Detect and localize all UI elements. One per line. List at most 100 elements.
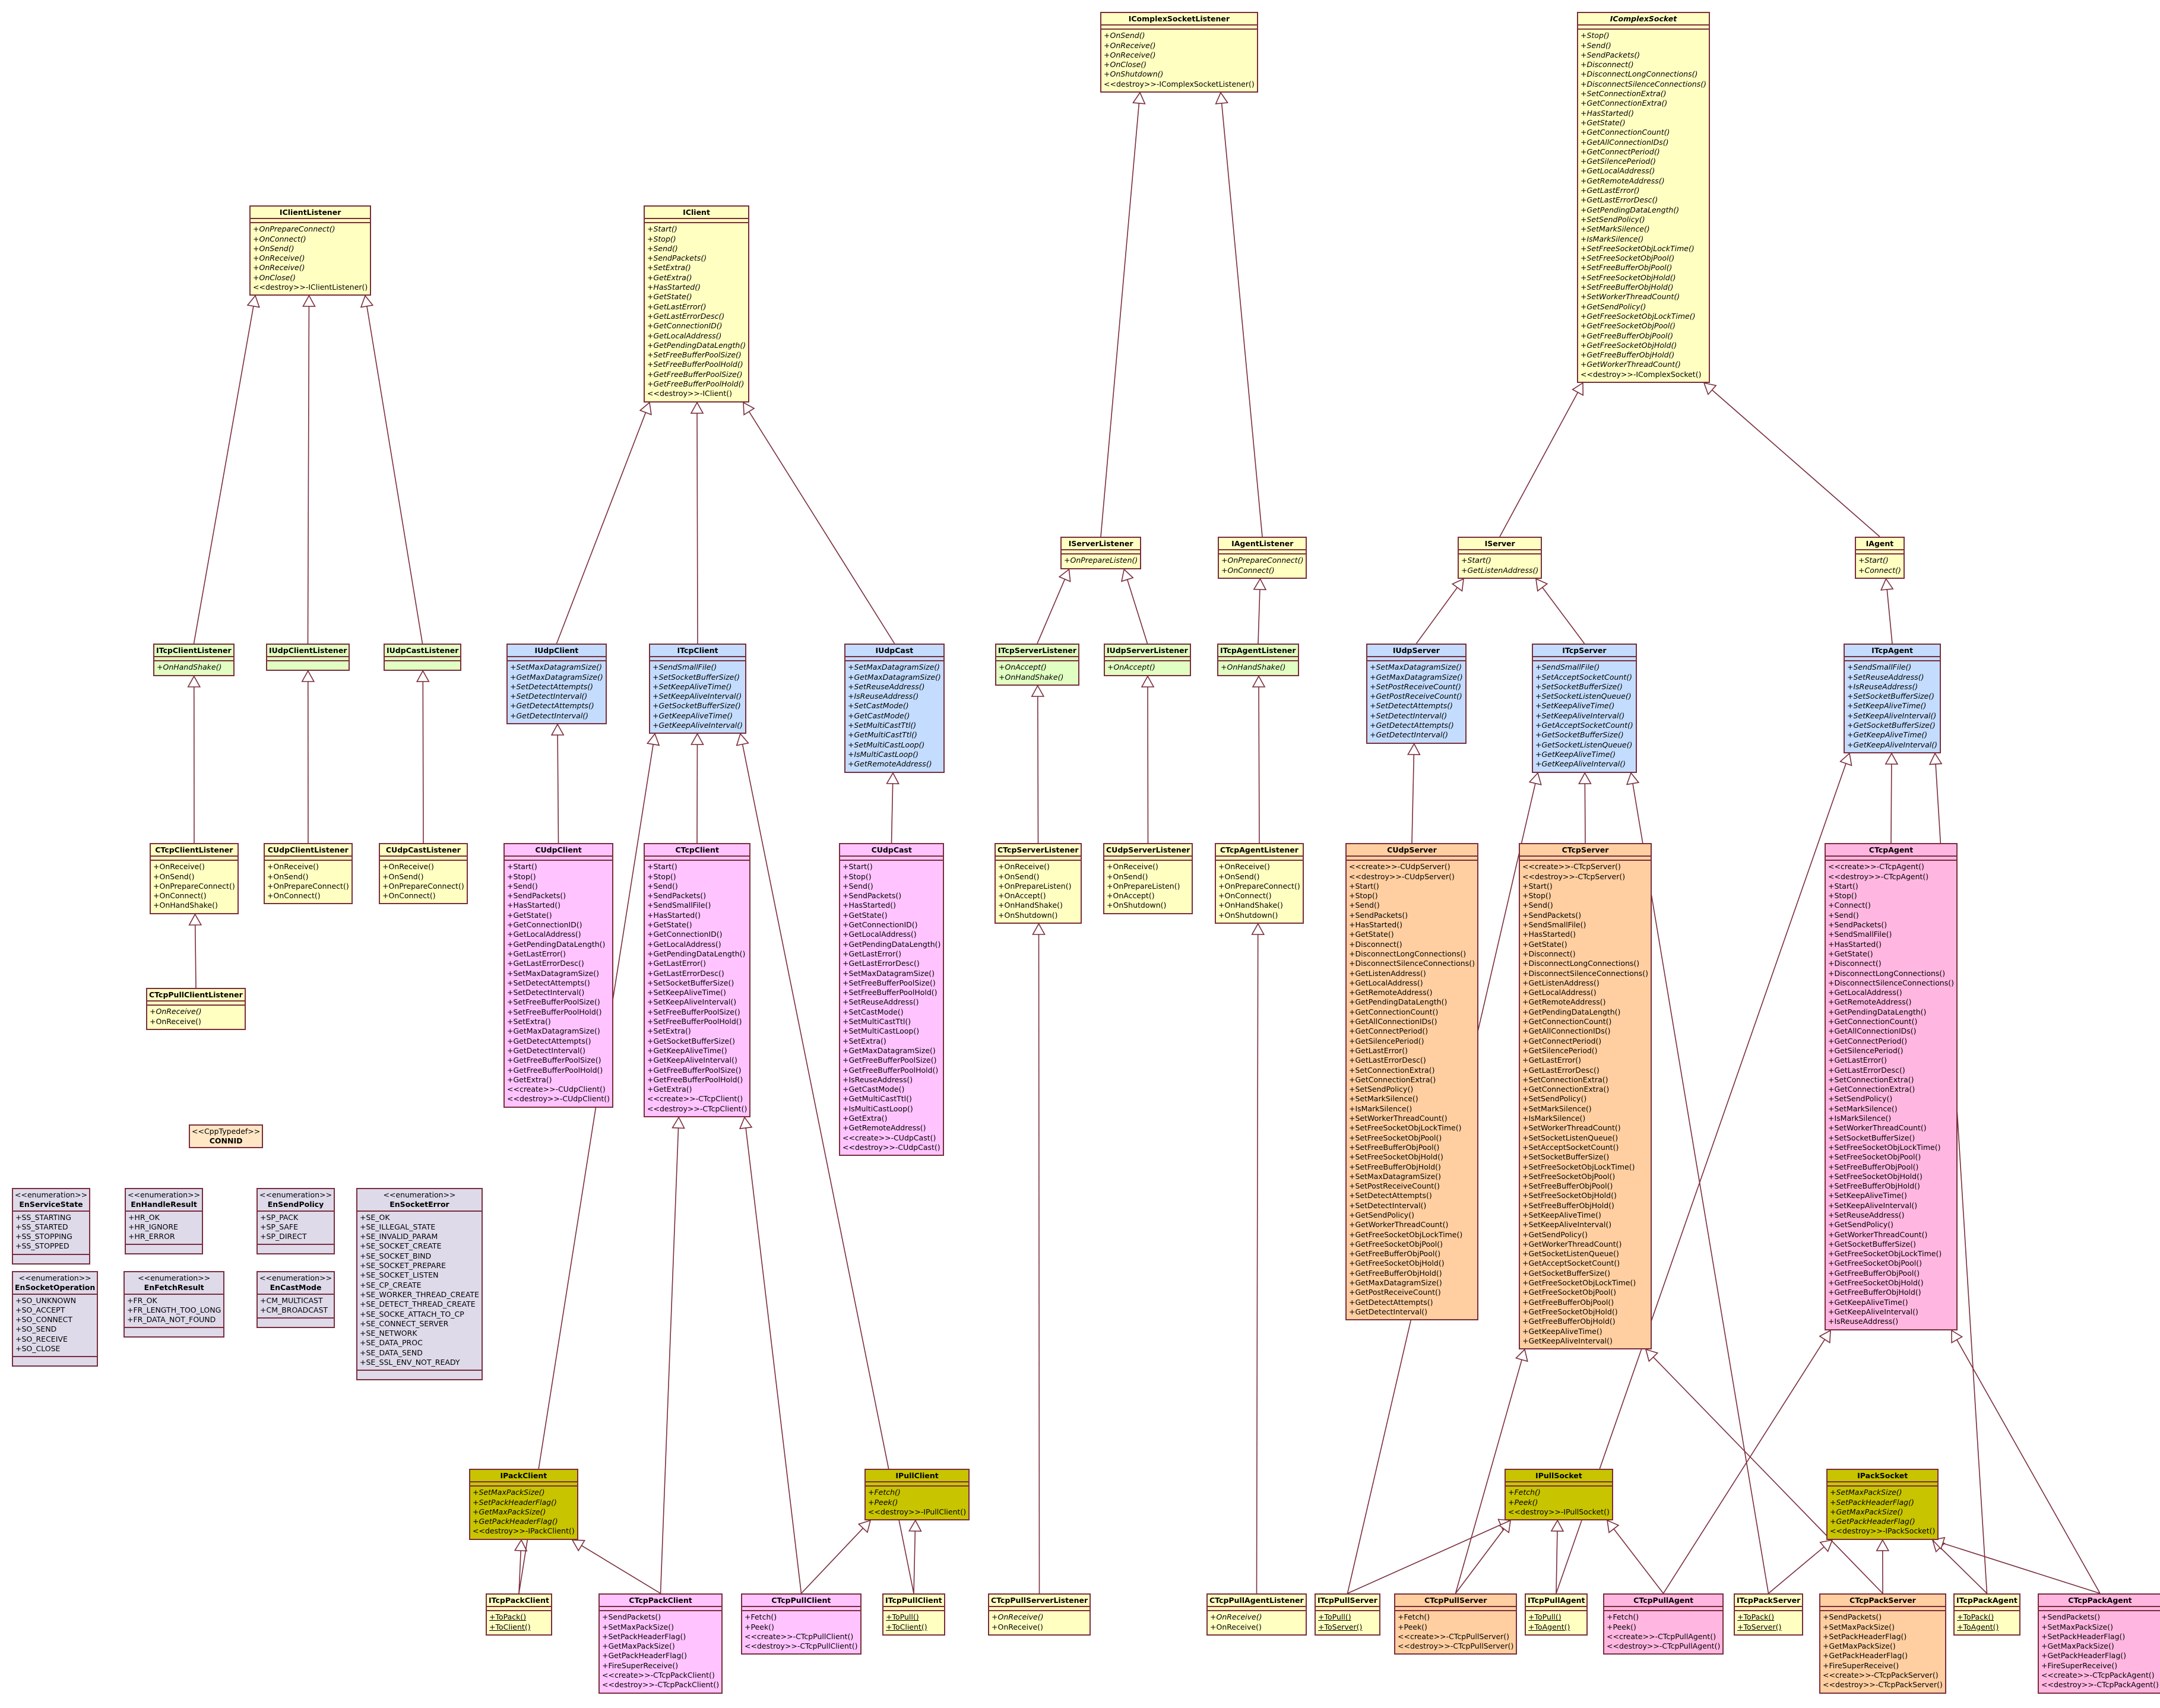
method-list: +Start()+Connect() <box>1856 554 1904 578</box>
method: +SendSmallFile() <box>1522 920 1586 930</box>
method: +Peek() <box>1508 1497 1538 1507</box>
method-list <box>13 1357 97 1365</box>
class-iudpclientlistener[interactable]: IUdpClientListener <box>266 644 350 671</box>
attribute-compartment <box>1218 657 1298 662</box>
generalization-arrowhead <box>1498 1519 1511 1533</box>
method: +GetExtra() <box>647 1085 692 1094</box>
generalization-arrowhead <box>1031 685 1045 697</box>
attribute-compartment <box>267 657 349 662</box>
class-ctcppullclient[interactable]: CTcpPullClient+Fetch()+Peek()<<create>>-… <box>741 1593 862 1655</box>
class-encastmode[interactable]: <<enumeration>>EnCastMode+CM_MULTICAST+C… <box>256 1271 335 1329</box>
class-cudpserver[interactable]: CUdpServer<<create>>-CUdpServer()<<destr… <box>1345 843 1478 1321</box>
class-iagent[interactable]: IAgent+Start()+Connect() <box>1855 537 1905 579</box>
attribute-compartment <box>1506 1482 1612 1487</box>
class-itcppullclient[interactable]: ITcpPullClient+ToPull()+ToClient() <box>882 1593 945 1636</box>
class-header: IAgentListener <box>1219 538 1306 551</box>
class-ipullsocket[interactable]: IPullSocket+Fetch()+Peek()<<destroy>>-IP… <box>1505 1469 1613 1521</box>
class-itcppullagent[interactable]: ITcpPullAgent+ToPull()+ToAgent() <box>1525 1593 1588 1636</box>
class-itcppackagent[interactable]: ITcpPackAgent+ToPack()+ToAgent() <box>1953 1593 2020 1636</box>
class-itcpagent[interactable]: ITcpAgent+SendSmallFile()+SetReuseAddres… <box>1844 644 1942 753</box>
class-ctcppullagentlistener[interactable]: CTcpPullAgentListener+OnReceive()+OnRece… <box>1206 1593 1307 1636</box>
class-ensocketoperation[interactable]: <<enumeration>>EnSocketOperation+SO_UNKN… <box>12 1271 99 1367</box>
class-ctcpserverlistener[interactable]: CTcpServerListener+OnReceive()+OnSend()+… <box>995 843 1082 924</box>
class-cudpcast[interactable]: CUdpCast+Start()+Stop()+Send()+SendPacke… <box>839 843 945 1156</box>
class-enservicestate[interactable]: <<enumeration>>EnServiceState+SS_STARTIN… <box>12 1188 91 1265</box>
method: +SetFreeBufferPoolHold() <box>507 1007 602 1016</box>
class-iserverlistener[interactable]: IServerListener+OnPrepareListen() <box>1060 537 1142 569</box>
class-itcpserverlistener[interactable]: ITcpServerListener+OnAccept()+OnHandShak… <box>995 644 1079 686</box>
generalization-arrowhead <box>188 913 202 926</box>
class-ctcppackagent[interactable]: CTcpPackAgent+SendPackets()+SetMaxPackSi… <box>2038 1593 2160 1694</box>
method: +GetDetectAttempts() <box>1370 721 1454 730</box>
class-ctcppullserverlistener[interactable]: CTcpPullServerListener+OnReceive()+OnRec… <box>988 1593 1091 1636</box>
method: +SendPackets() <box>1828 920 1887 930</box>
method-list: +Fetch()+Peek()<<destroy>>-IPullSocket() <box>1506 1487 1612 1519</box>
generalization-arrowhead <box>1703 382 1717 395</box>
method: +GetKeepAliveInterval() <box>653 721 743 730</box>
class-enhandleresult[interactable]: <<enumeration>>EnHandleResult+HR_OK+HR_I… <box>125 1188 204 1255</box>
class-ensocketerror[interactable]: <<enumeration>>EnSocketError+SE_OK+SE_IL… <box>356 1188 483 1381</box>
class-iserver[interactable]: IServer+Start()+GetListenAddress() <box>1458 537 1543 579</box>
class-connid[interactable]: <<CppTypedef>>CONNID <box>189 1124 264 1148</box>
method: +GetFreeSocketObjPool() <box>1522 1288 1616 1297</box>
method: +SetMultiCastLoop() <box>843 1026 920 1036</box>
method: +SendPackets() <box>1581 50 1640 59</box>
class-itcppullserver[interactable]: ITcpPullServer+ToPull()+ToServer() <box>1315 1593 1380 1636</box>
class-cudpcastlistener[interactable]: CUdpCastListener+OnReceive()+OnSend()+On… <box>379 843 468 905</box>
class-ctcppackclient[interactable]: CTcpPackClient+SendPackets()+SetMaxPackS… <box>598 1593 723 1694</box>
class-enfetchresult[interactable]: <<enumeration>>EnFetchResult+FR_OK+FR_LE… <box>123 1271 225 1338</box>
class-header: CTcpServerListener <box>996 844 1081 857</box>
class-itcppackserver[interactable]: ITcpPackServer+ToPack()+ToServer() <box>1734 1593 1804 1636</box>
class-ctcpclient[interactable]: CTcpClient+Start()+Stop()+Send()+SendPac… <box>644 843 751 1118</box>
class-ensendpolicy[interactable]: <<enumeration>>EnSendPolicy+SP_PACK+SP_S… <box>256 1188 335 1255</box>
method: +SetMaxPackSize() <box>2041 1622 2114 1631</box>
method-list: +SetMaxPackSize()+SetPackHeaderFlag()+Ge… <box>470 1487 577 1538</box>
class-name: ITcpPackServer <box>1737 1596 1801 1605</box>
class-ctcpagent[interactable]: CTcpAgent<<create>>-CTcpAgent()<<destroy… <box>1825 843 1958 1330</box>
class-itcpclient[interactable]: ITcpClient+SendSmallFile()+SetSocketBuff… <box>649 644 747 734</box>
class-cudpserverlistener[interactable]: CUdpServerListener+OnReceive()+OnSend()+… <box>1103 843 1193 914</box>
method: <<destroy>>-CTcpPackServer() <box>1823 1680 1943 1690</box>
method: +GetFreeBufferObjHold() <box>1522 1317 1616 1326</box>
attribute-compartment <box>645 857 750 861</box>
method: +IsReuseAddress() <box>1828 1317 1899 1326</box>
class-itcpagentlistener[interactable]: ITcpAgentListener+OnHandShake() <box>1217 644 1299 676</box>
class-itcpclientlistener[interactable]: ITcpClientListener+OnHandShake() <box>153 644 235 676</box>
class-ctcppullclientlistener[interactable]: CTcpPullClientListener+OnReceive()+OnRec… <box>146 988 246 1030</box>
class-ctcppackserver[interactable]: CTcpPackServer+SendPackets()+SetMaxPackS… <box>1819 1593 1946 1694</box>
method-list: <<create>>-CUdpServer()<<destroy>>-CUdpS… <box>1347 861 1477 1319</box>
class-ipullclient[interactable]: IPullClient+Fetch()+Peek()<<destroy>>-IP… <box>864 1469 970 1521</box>
class-ctcpagentlistener[interactable]: CTcpAgentListener+OnReceive()+OnSend()+O… <box>1215 843 1304 924</box>
class-ctcppullserver[interactable]: CTcpPullServer+Fetch()+Peek()<<create>>-… <box>1394 1593 1518 1655</box>
class-icomplexsocketlistener[interactable]: IComplexSocketListener+OnSend()+OnReceiv… <box>1100 12 1258 93</box>
method: +ToAgent() <box>1957 1622 1999 1631</box>
method: +GetSendPolicy() <box>1349 1210 1414 1219</box>
method: <<destroy>>-CUdpServer() <box>1349 872 1455 881</box>
attribute-compartment <box>1104 857 1192 861</box>
class-ctcpserver[interactable]: CTcpServer<<create>>-CTcpServer()<<destr… <box>1519 843 1652 1350</box>
method: +SetFreeSocketObjLockTime() <box>1349 1123 1462 1133</box>
class-iclient[interactable]: IClient+Start()+Stop()+Send()+SendPacket… <box>644 205 750 403</box>
method: +GetPendingDataLength() <box>1522 1007 1621 1016</box>
class-header: <<enumeration>>EnSocketError <box>357 1189 482 1212</box>
class-ctcpclientlistener[interactable]: CTcpClientListener+OnReceive()+OnSend()+… <box>150 843 239 914</box>
method: +OnSend() <box>253 243 294 253</box>
class-ipacksocket[interactable]: IPackSocket+SetMaxPackSize()+SetPackHead… <box>1826 1469 1939 1540</box>
class-cudpclient[interactable]: CUdpClient+Start()+Stop()+Send()+SendPac… <box>503 843 614 1108</box>
class-iclientlistener[interactable]: IClientListener+OnPrepareConnect()+OnCon… <box>249 205 372 296</box>
class-iudpserverlistener[interactable]: IUdpServerListener+OnAccept() <box>1104 644 1191 676</box>
inheritance-line <box>1956 1339 2101 1594</box>
class-icomplexsocket[interactable]: IComplexSocket+Stop()+Send()+SendPackets… <box>1577 12 1710 383</box>
method: <<destroy>>-IComplexSocket() <box>1581 369 1702 379</box>
class-ipackclient[interactable]: IPackClient+SetMaxPackSize()+SetPackHead… <box>469 1469 578 1540</box>
class-iudpcast[interactable]: IUdpCast+SetMaxDatagramSize()+GetMaxData… <box>844 644 945 773</box>
class-iudpclient[interactable]: IUdpClient+SetMaxDatagramSize()+GetMaxDa… <box>506 644 607 725</box>
class-itcpserver[interactable]: ITcpServer+SendSmallFile()+SetAcceptSock… <box>1532 644 1637 773</box>
class-iagentlistener[interactable]: IAgentListener+OnPrepareConnect()+OnConn… <box>1218 537 1307 579</box>
class-iudpcastlistener[interactable]: IUdpCastListener <box>384 644 462 671</box>
class-itcppackclient[interactable]: ITcpPackClient+ToPack()+ToClient() <box>486 1593 552 1636</box>
class-ctcppullagent[interactable]: CTcpPullAgent+Fetch()+Peek()<<create>>-C… <box>1603 1593 1724 1655</box>
inheritance-line <box>742 744 914 1594</box>
class-cudpclientlistener[interactable]: CUdpClientListener+OnReceive()+OnSend()+… <box>264 843 353 905</box>
class-iudpserver[interactable]: IUdpServer+SetMaxDatagramSize()+GetMaxDa… <box>1366 644 1467 744</box>
